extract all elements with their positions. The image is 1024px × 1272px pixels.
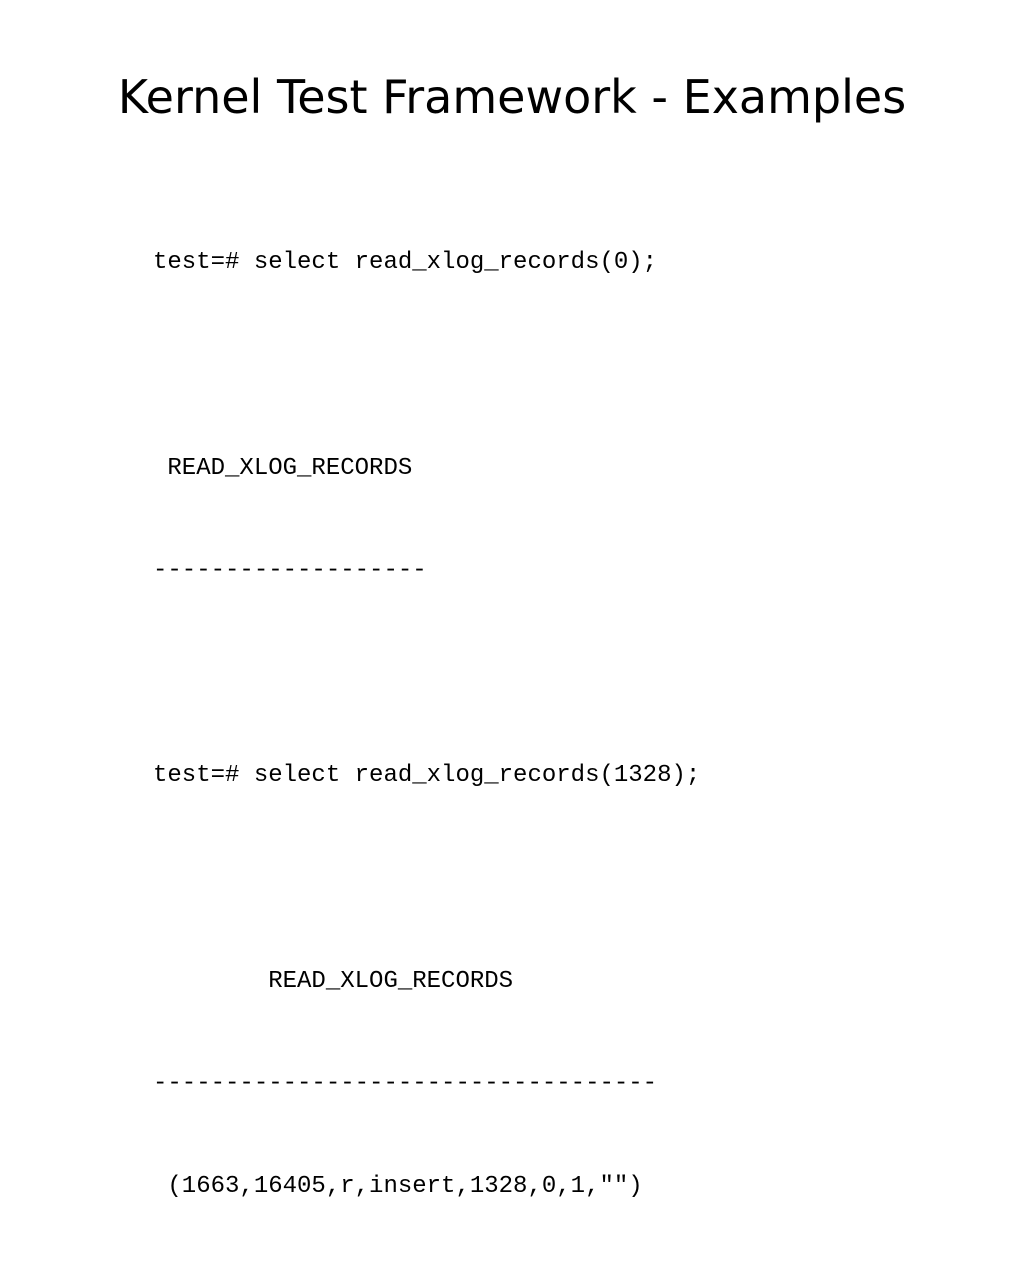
slide: Kernel Test Framework - Examples test=# … xyxy=(117,70,907,1200)
code-line-query-2: test=# select read_xlog_records(1328); xyxy=(153,762,701,790)
code-line-separator-2: ----------------------------------- xyxy=(153,1070,658,1098)
code-line-header-2: READ_XLOG_RECORDS xyxy=(153,967,514,995)
code-line-query-1: test=# select read_xlog_records(0); xyxy=(153,249,658,277)
code-line-blank-3 xyxy=(153,862,873,896)
code-line-blank-1 xyxy=(153,349,873,383)
code-line-separator-1: ------------------- xyxy=(153,557,427,585)
code-line-header-1: READ_XLOG_RECORDS xyxy=(153,454,413,482)
code-example: test=# select read_xlog_records(0); READ… xyxy=(153,178,873,1272)
code-line-blank-2 xyxy=(153,657,873,691)
code-line-result-row: (1663,16405,r,insert,1328,0,1,"") xyxy=(153,1172,643,1200)
slide-title: Kernel Test Framework - Examples xyxy=(117,70,907,124)
